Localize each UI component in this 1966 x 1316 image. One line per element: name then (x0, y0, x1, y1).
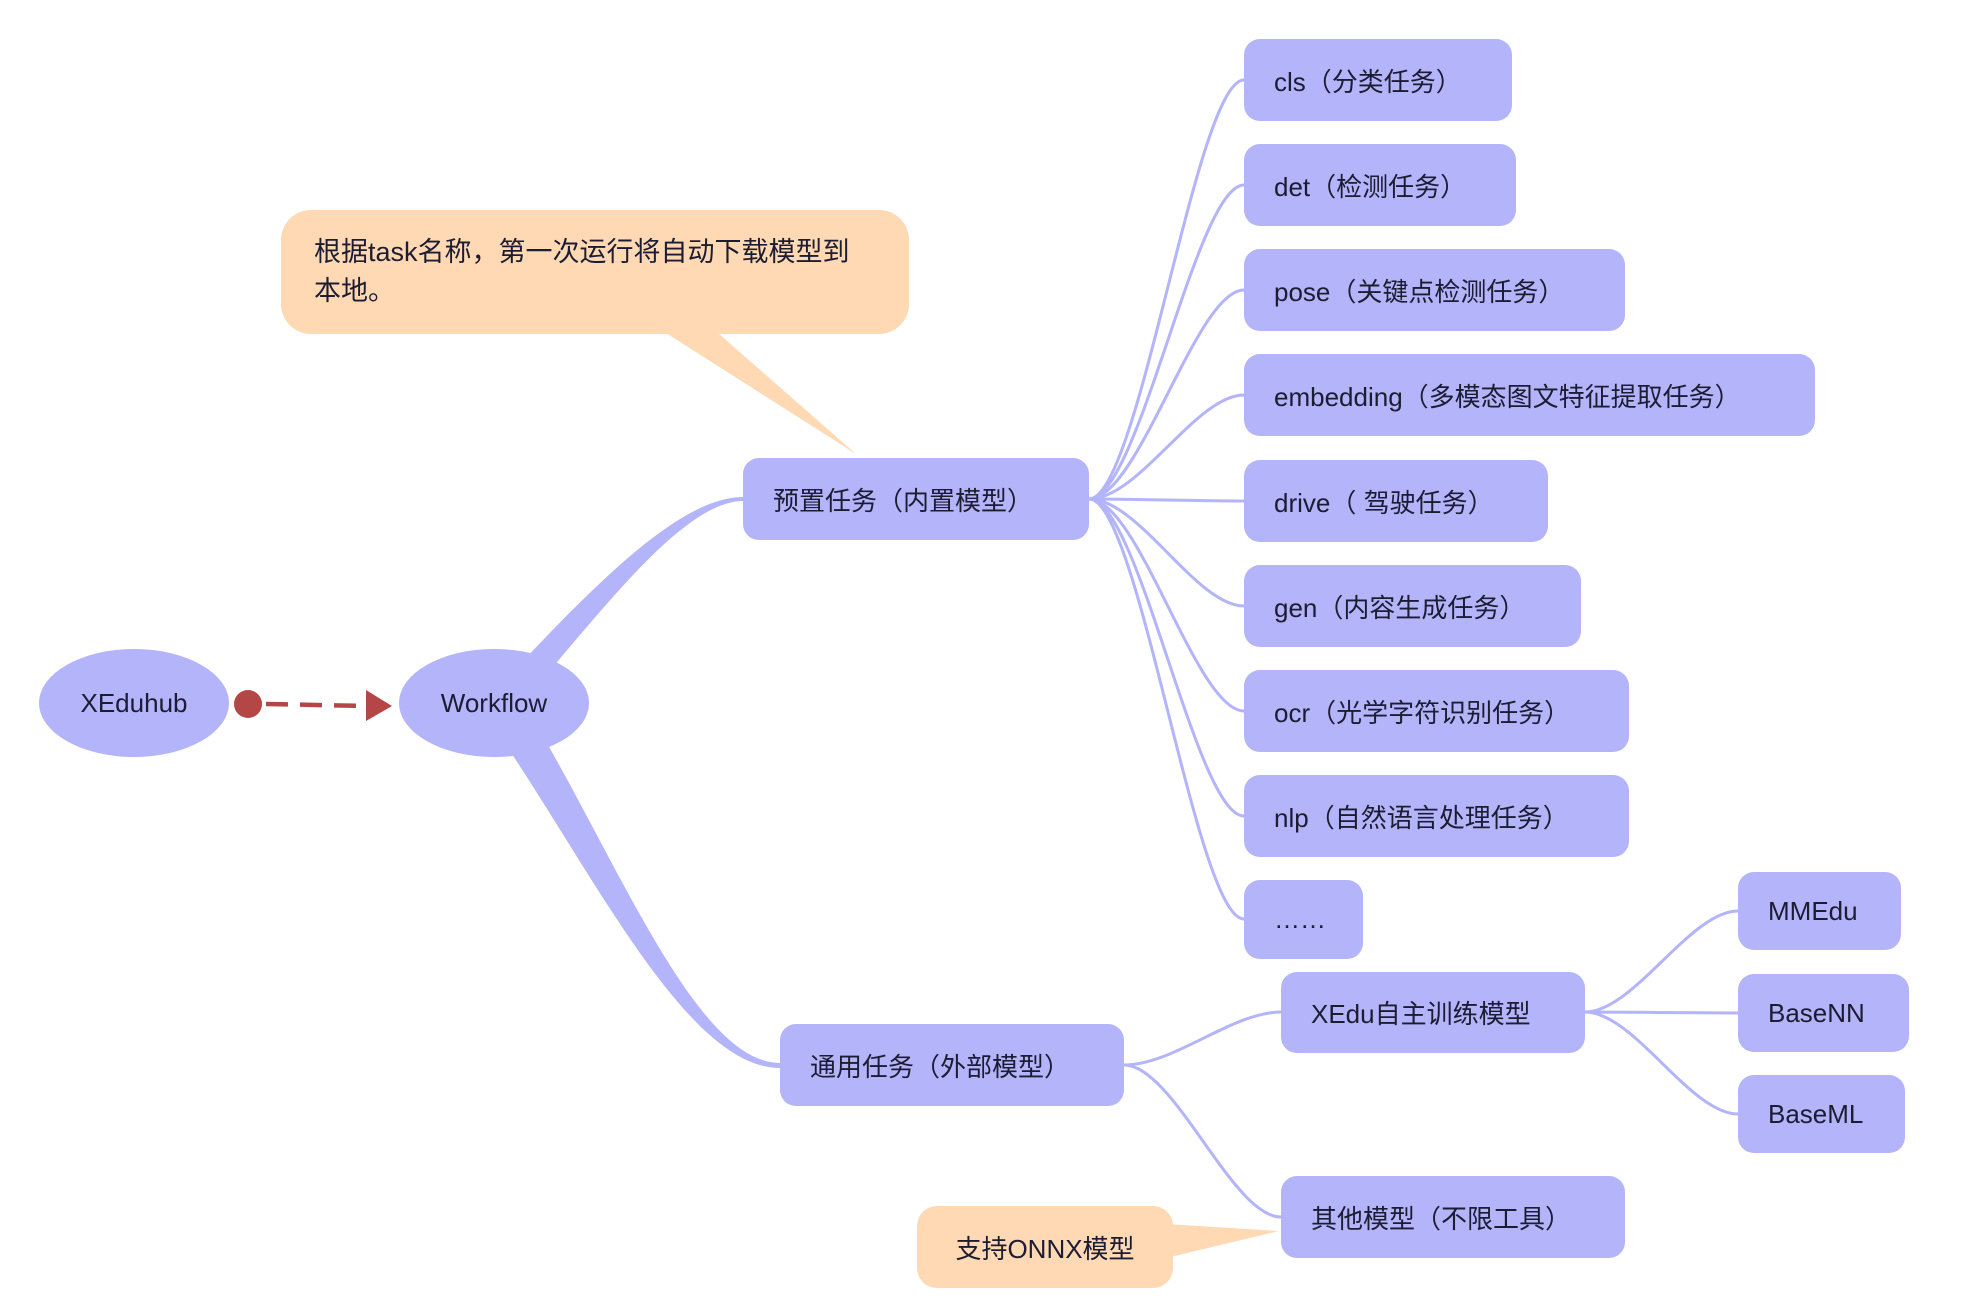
task-label: pose（关键点检测任务） (1274, 276, 1565, 307)
download-note-callout: 根据task名称，第一次运行将自动下载模型到 本地。 (281, 210, 909, 334)
task-node-nlp: nlp（自然语言处理任务） (1244, 775, 1629, 857)
edge-general-other (1122, 1063, 1283, 1219)
xedu-models-node: XEdu自主训练模型 (1281, 972, 1585, 1053)
edge-xedu-baseml (1583, 1010, 1740, 1116)
other-models-node: 其他模型（不限工具） (1281, 1176, 1625, 1258)
task-label: ocr（光学字符识别任务） (1274, 697, 1571, 728)
workflow-node: Workflow (399, 649, 589, 757)
tool-node-mmedu: MMEdu (1738, 872, 1901, 950)
preset-tasks-node: 预置任务（内置模型） (743, 458, 1089, 540)
general-tasks-label: 通用任务（外部模型） (810, 1051, 1071, 1082)
download-note-tail (655, 326, 856, 454)
task-node-cls: cls（分类任务） (1244, 39, 1512, 121)
onnx-note-text: 支持ONNX模型 (955, 1233, 1135, 1264)
edge-xedu-basenn (1583, 1010, 1740, 1015)
edge-general-xedu (1122, 1010, 1283, 1067)
task-node-ocr: ocr（光学字符识别任务） (1244, 670, 1629, 752)
general-tasks-node: 通用任务（外部模型） (780, 1024, 1124, 1106)
task-node-det: det（检测任务） (1244, 144, 1516, 226)
edge-preset-gen (1087, 497, 1246, 608)
branch-workflow-general (506, 745, 780, 1068)
edge-xedu-mmedu (1583, 909, 1740, 1014)
task-label: drive（ 驾驶任务） (1274, 487, 1494, 518)
edge-preset-pose (1087, 288, 1246, 501)
preset-tasks-label: 预置任务（内置模型） (773, 485, 1034, 516)
edge-preset-more (1087, 497, 1246, 921)
download-note-line-1: 根据task名称，第一次运行将自动下载模型到 (314, 237, 850, 267)
root-node-label: XEduhub (80, 687, 188, 718)
tool-label: BaseML (1768, 1098, 1864, 1129)
task-node-drive: drive（ 驾驶任务） (1244, 460, 1548, 542)
task-label: nlp（自然语言处理任务） (1274, 802, 1569, 833)
workflow-node-label: Workflow (440, 687, 548, 718)
onnx-note-callout: 支持ONNX模型 (917, 1206, 1173, 1288)
task-label: det（检测任务） (1274, 171, 1467, 202)
edge-preset-embedding (1087, 393, 1246, 501)
tool-label: BaseNN (1768, 997, 1865, 1028)
task-label: gen（内容生成任务） (1274, 592, 1526, 623)
task-node-embedding: embedding（多模态图文特征提取任务） (1244, 354, 1815, 436)
tool-node-baseml: BaseML (1738, 1075, 1905, 1153)
task-node-gen: gen（内容生成任务） (1244, 565, 1581, 647)
edge-preset-drive (1087, 497, 1246, 503)
connector-dot (234, 690, 262, 718)
other-models-label: 其他模型（不限工具） (1311, 1203, 1572, 1234)
task-node-pose: pose（关键点检测任务） (1244, 249, 1625, 331)
edge-preset-ocr (1087, 497, 1246, 713)
task-label: embedding（多模态图文特征提取任务） (1274, 381, 1741, 412)
tool-label: MMEdu (1768, 895, 1858, 926)
branch-workflow-preset (520, 497, 743, 668)
task-label: …… (1274, 904, 1326, 934)
task-node-more: …… (1244, 880, 1363, 959)
tool-node-basenn: BaseNN (1738, 974, 1909, 1052)
connector-dashed-line (265, 701, 369, 709)
edge-preset-cls (1087, 78, 1246, 501)
onnx-note-tail (1166, 1224, 1279, 1258)
task-label: cls（分类任务） (1274, 66, 1462, 97)
xedu-models-label: XEdu自主训练模型 (1311, 999, 1531, 1029)
download-note-line-2: 本地。 (314, 276, 395, 306)
edge-preset-det (1087, 183, 1246, 501)
root-node-xeduhub: XEduhub (39, 649, 229, 757)
connector-arrowhead (366, 690, 392, 721)
edge-preset-nlp (1087, 497, 1246, 818)
